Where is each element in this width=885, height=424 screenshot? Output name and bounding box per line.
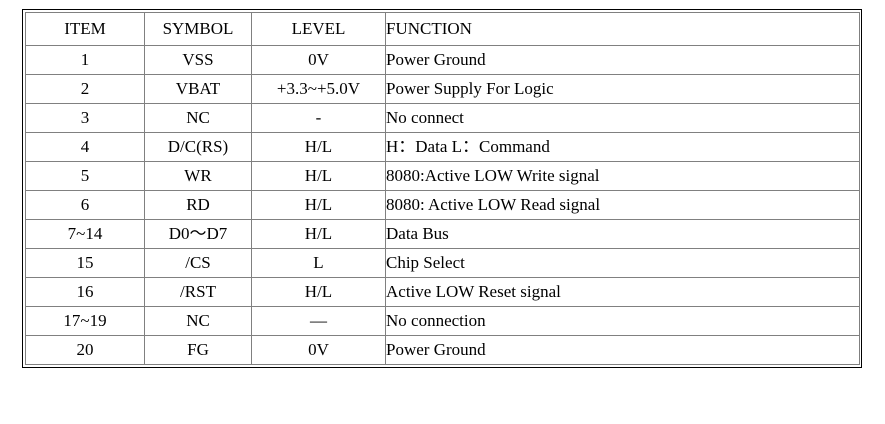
cell-level: - (251, 103, 386, 133)
cell-function: 8080:Active LOW Write signal (385, 161, 860, 191)
cell-item: 17~19 (25, 306, 145, 336)
cell-symbol: VBAT (144, 74, 252, 104)
cell-level: L (251, 248, 386, 278)
cell-item: 6 (25, 190, 145, 220)
table-row: 1 VSS 0V Power Ground (25, 45, 860, 75)
cell-item: 16 (25, 277, 145, 307)
table-row: 20 FG 0V Power Ground (25, 335, 860, 365)
column-header-symbol: SYMBOL (144, 12, 252, 46)
cell-item: 1 (25, 45, 145, 75)
cell-function: Chip Select (385, 248, 860, 278)
cell-item: 15 (25, 248, 145, 278)
cell-level: H/L (251, 277, 386, 307)
table-row: 7~14 D0～D7 H/L Data Bus (25, 219, 860, 249)
cell-level: H/L (251, 219, 386, 249)
pin-description-table: ITEM SYMBOL LEVEL FUNCTION 1 VSS 0V Powe… (25, 12, 860, 365)
cell-item: 7~14 (25, 219, 145, 249)
cell-function: Power Ground (385, 45, 860, 75)
cell-function: Power Ground (385, 335, 860, 365)
table-header: ITEM SYMBOL LEVEL FUNCTION (25, 12, 860, 46)
table-row: 17~19 NC — No connection (25, 306, 860, 336)
cell-symbol: VSS (144, 45, 252, 75)
cell-level: H/L (251, 161, 386, 191)
cell-symbol: WR (144, 161, 252, 191)
cell-symbol: NC (144, 103, 252, 133)
cell-level: H/L (251, 190, 386, 220)
cell-item: 2 (25, 74, 145, 104)
cell-function: H：Data L：Command (385, 132, 860, 162)
table-row: 15 /CS L Chip Select (25, 248, 860, 278)
column-header-item: ITEM (25, 12, 145, 46)
cell-item: 4 (25, 132, 145, 162)
cell-function: Data Bus (385, 219, 860, 249)
table-row: 3 NC - No connect (25, 103, 860, 133)
table-row: 4 D/C(RS) H/L H：Data L：Command (25, 132, 860, 162)
cell-level: H/L (251, 132, 386, 162)
table-row: 2 VBAT +3.3~+5.0V Power Supply For Logic (25, 74, 860, 104)
cell-symbol: /CS (144, 248, 252, 278)
pin-description-table-frame: ITEM SYMBOL LEVEL FUNCTION 1 VSS 0V Powe… (22, 9, 862, 368)
cell-function: No connect (385, 103, 860, 133)
cell-level: 0V (251, 45, 386, 75)
table-body: 1 VSS 0V Power Ground 2 VBAT +3.3~+5.0V … (25, 45, 860, 365)
table-row: 5 WR H/L 8080:Active LOW Write signal (25, 161, 860, 191)
cell-function: Power Supply For Logic (385, 74, 860, 104)
cell-symbol: FG (144, 335, 252, 365)
cell-symbol: /RST (144, 277, 252, 307)
cell-level: +3.3~+5.0V (251, 74, 386, 104)
cell-function: 8080: Active LOW Read signal (385, 190, 860, 220)
cell-function: No connection (385, 306, 860, 336)
table-header-row: ITEM SYMBOL LEVEL FUNCTION (25, 12, 860, 46)
column-header-function: FUNCTION (385, 12, 860, 46)
table-row: 6 RD H/L 8080: Active LOW Read signal (25, 190, 860, 220)
cell-symbol: D0～D7 (144, 219, 252, 249)
cell-symbol: RD (144, 190, 252, 220)
table-row: 16 /RST H/L Active LOW Reset signal (25, 277, 860, 307)
cell-item: 3 (25, 103, 145, 133)
cell-level: — (251, 306, 386, 336)
cell-item: 5 (25, 161, 145, 191)
cell-symbol: NC (144, 306, 252, 336)
cell-symbol: D/C(RS) (144, 132, 252, 162)
cell-level: 0V (251, 335, 386, 365)
column-header-level: LEVEL (251, 12, 386, 46)
cell-function: Active LOW Reset signal (385, 277, 860, 307)
cell-item: 20 (25, 335, 145, 365)
